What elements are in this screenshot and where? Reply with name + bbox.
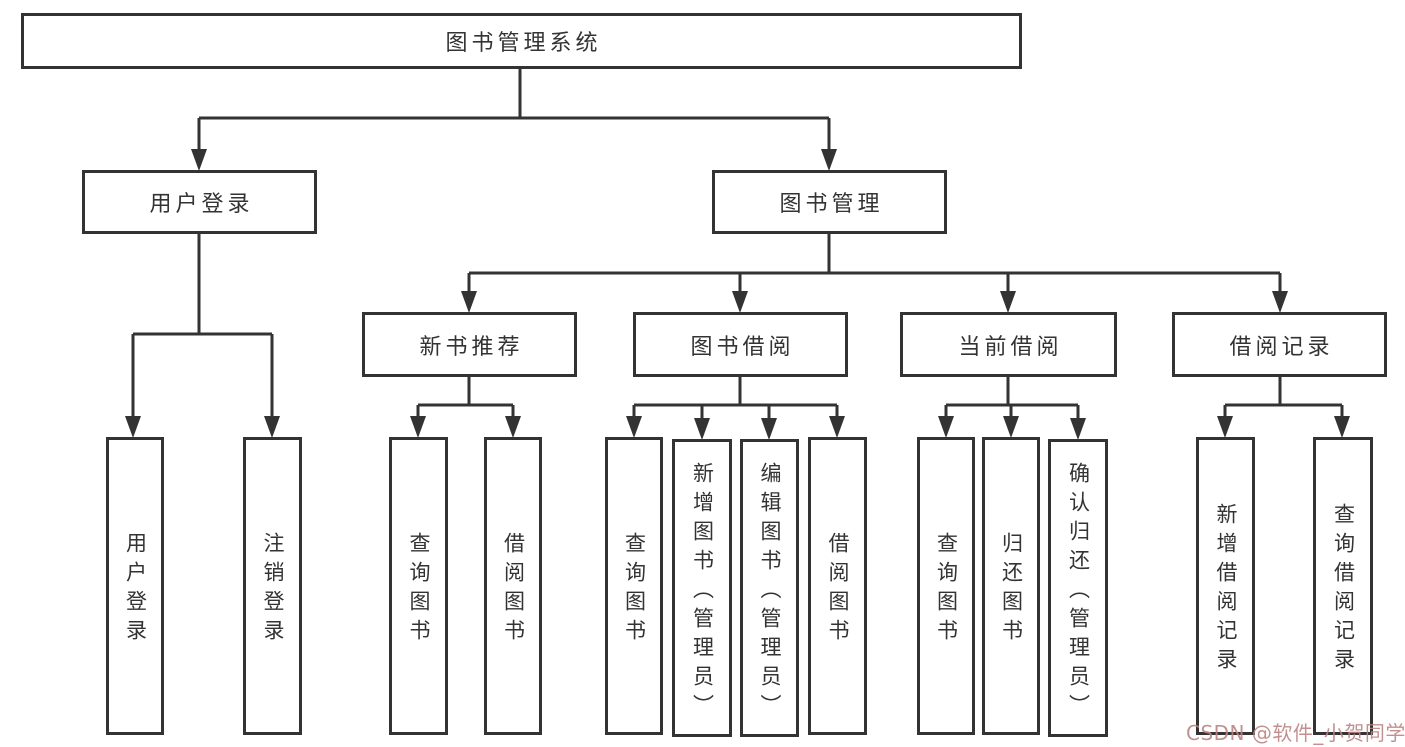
leaf-add-borrow-record-label: 新增借阅记录	[1214, 503, 1238, 677]
node-library-system-label: 图书管理系统	[445, 31, 602, 56]
leaf-return-books: 归还图书	[982, 437, 1040, 735]
leaf-logout-login-label: 注销登录	[261, 532, 285, 648]
leaf-borrow-books-newbook-label: 借阅图书	[501, 532, 526, 648]
leaf-query-books-newbook: 查询图书	[389, 437, 448, 735]
leaf-add-borrow-record: 新增借阅记录	[1196, 437, 1255, 735]
node-book-management: 图书管理	[712, 170, 947, 234]
leaf-return-books-label: 归还图书	[999, 532, 1024, 648]
node-borrow-records: 借阅记录	[1172, 312, 1387, 377]
leaf-query-books-current: 查询图书	[917, 437, 975, 735]
leaf-borrow-books-borrowing: 借阅图书	[808, 437, 867, 735]
leaf-user-login: 用户登录	[106, 437, 164, 735]
leaf-confirm-return-admin: 确认归还（管理员）	[1048, 439, 1108, 737]
leaf-edit-book-admin: 编辑图书（管理员）	[740, 439, 799, 737]
leaf-add-book-admin-label: 新增图书（管理员）	[690, 461, 715, 723]
leaf-query-borrow-record-label: 查询借阅记录	[1331, 503, 1356, 677]
node-current-borrowing: 当前借阅	[900, 312, 1117, 377]
node-book-borrowing-label: 图书借阅	[690, 334, 795, 360]
node-library-system: 图书管理系统	[21, 13, 1022, 69]
node-new-book-recommend-label: 新书推荐	[419, 334, 524, 360]
leaf-query-books-current-label: 查询图书	[934, 532, 959, 648]
leaf-query-books-borrowing-label: 查询图书	[622, 532, 647, 648]
leaf-logout-login: 注销登录	[243, 437, 302, 735]
leaf-query-books-newbook-label: 查询图书	[407, 532, 431, 648]
leaf-edit-book-admin-label: 编辑图书（管理员）	[758, 461, 782, 723]
node-borrow-records-label: 借阅记录	[1229, 334, 1334, 360]
leaf-query-borrow-record: 查询借阅记录	[1313, 437, 1373, 735]
leaf-borrow-books-borrowing-label: 借阅图书	[826, 532, 850, 648]
leaf-borrow-books-newbook: 借阅图书	[484, 437, 542, 735]
node-book-borrowing: 图书借阅	[633, 312, 848, 377]
node-user-login: 用户登录	[82, 170, 317, 234]
leaf-query-books-borrowing: 查询图书	[605, 437, 663, 735]
node-book-management-label: 图书管理	[779, 192, 884, 217]
node-new-book-recommend: 新书推荐	[362, 312, 577, 377]
leaf-user-login-label: 用户登录	[123, 532, 148, 648]
node-user-login-label: 用户登录	[149, 192, 254, 217]
leaf-confirm-return-admin-label: 确认归还（管理员）	[1066, 461, 1091, 723]
node-current-borrowing-label: 当前借阅	[958, 334, 1063, 360]
csdn-watermark: CSDN @软件_小贺同学	[1186, 721, 1405, 745]
leaf-add-book-admin: 新增图书（管理员）	[672, 439, 732, 737]
